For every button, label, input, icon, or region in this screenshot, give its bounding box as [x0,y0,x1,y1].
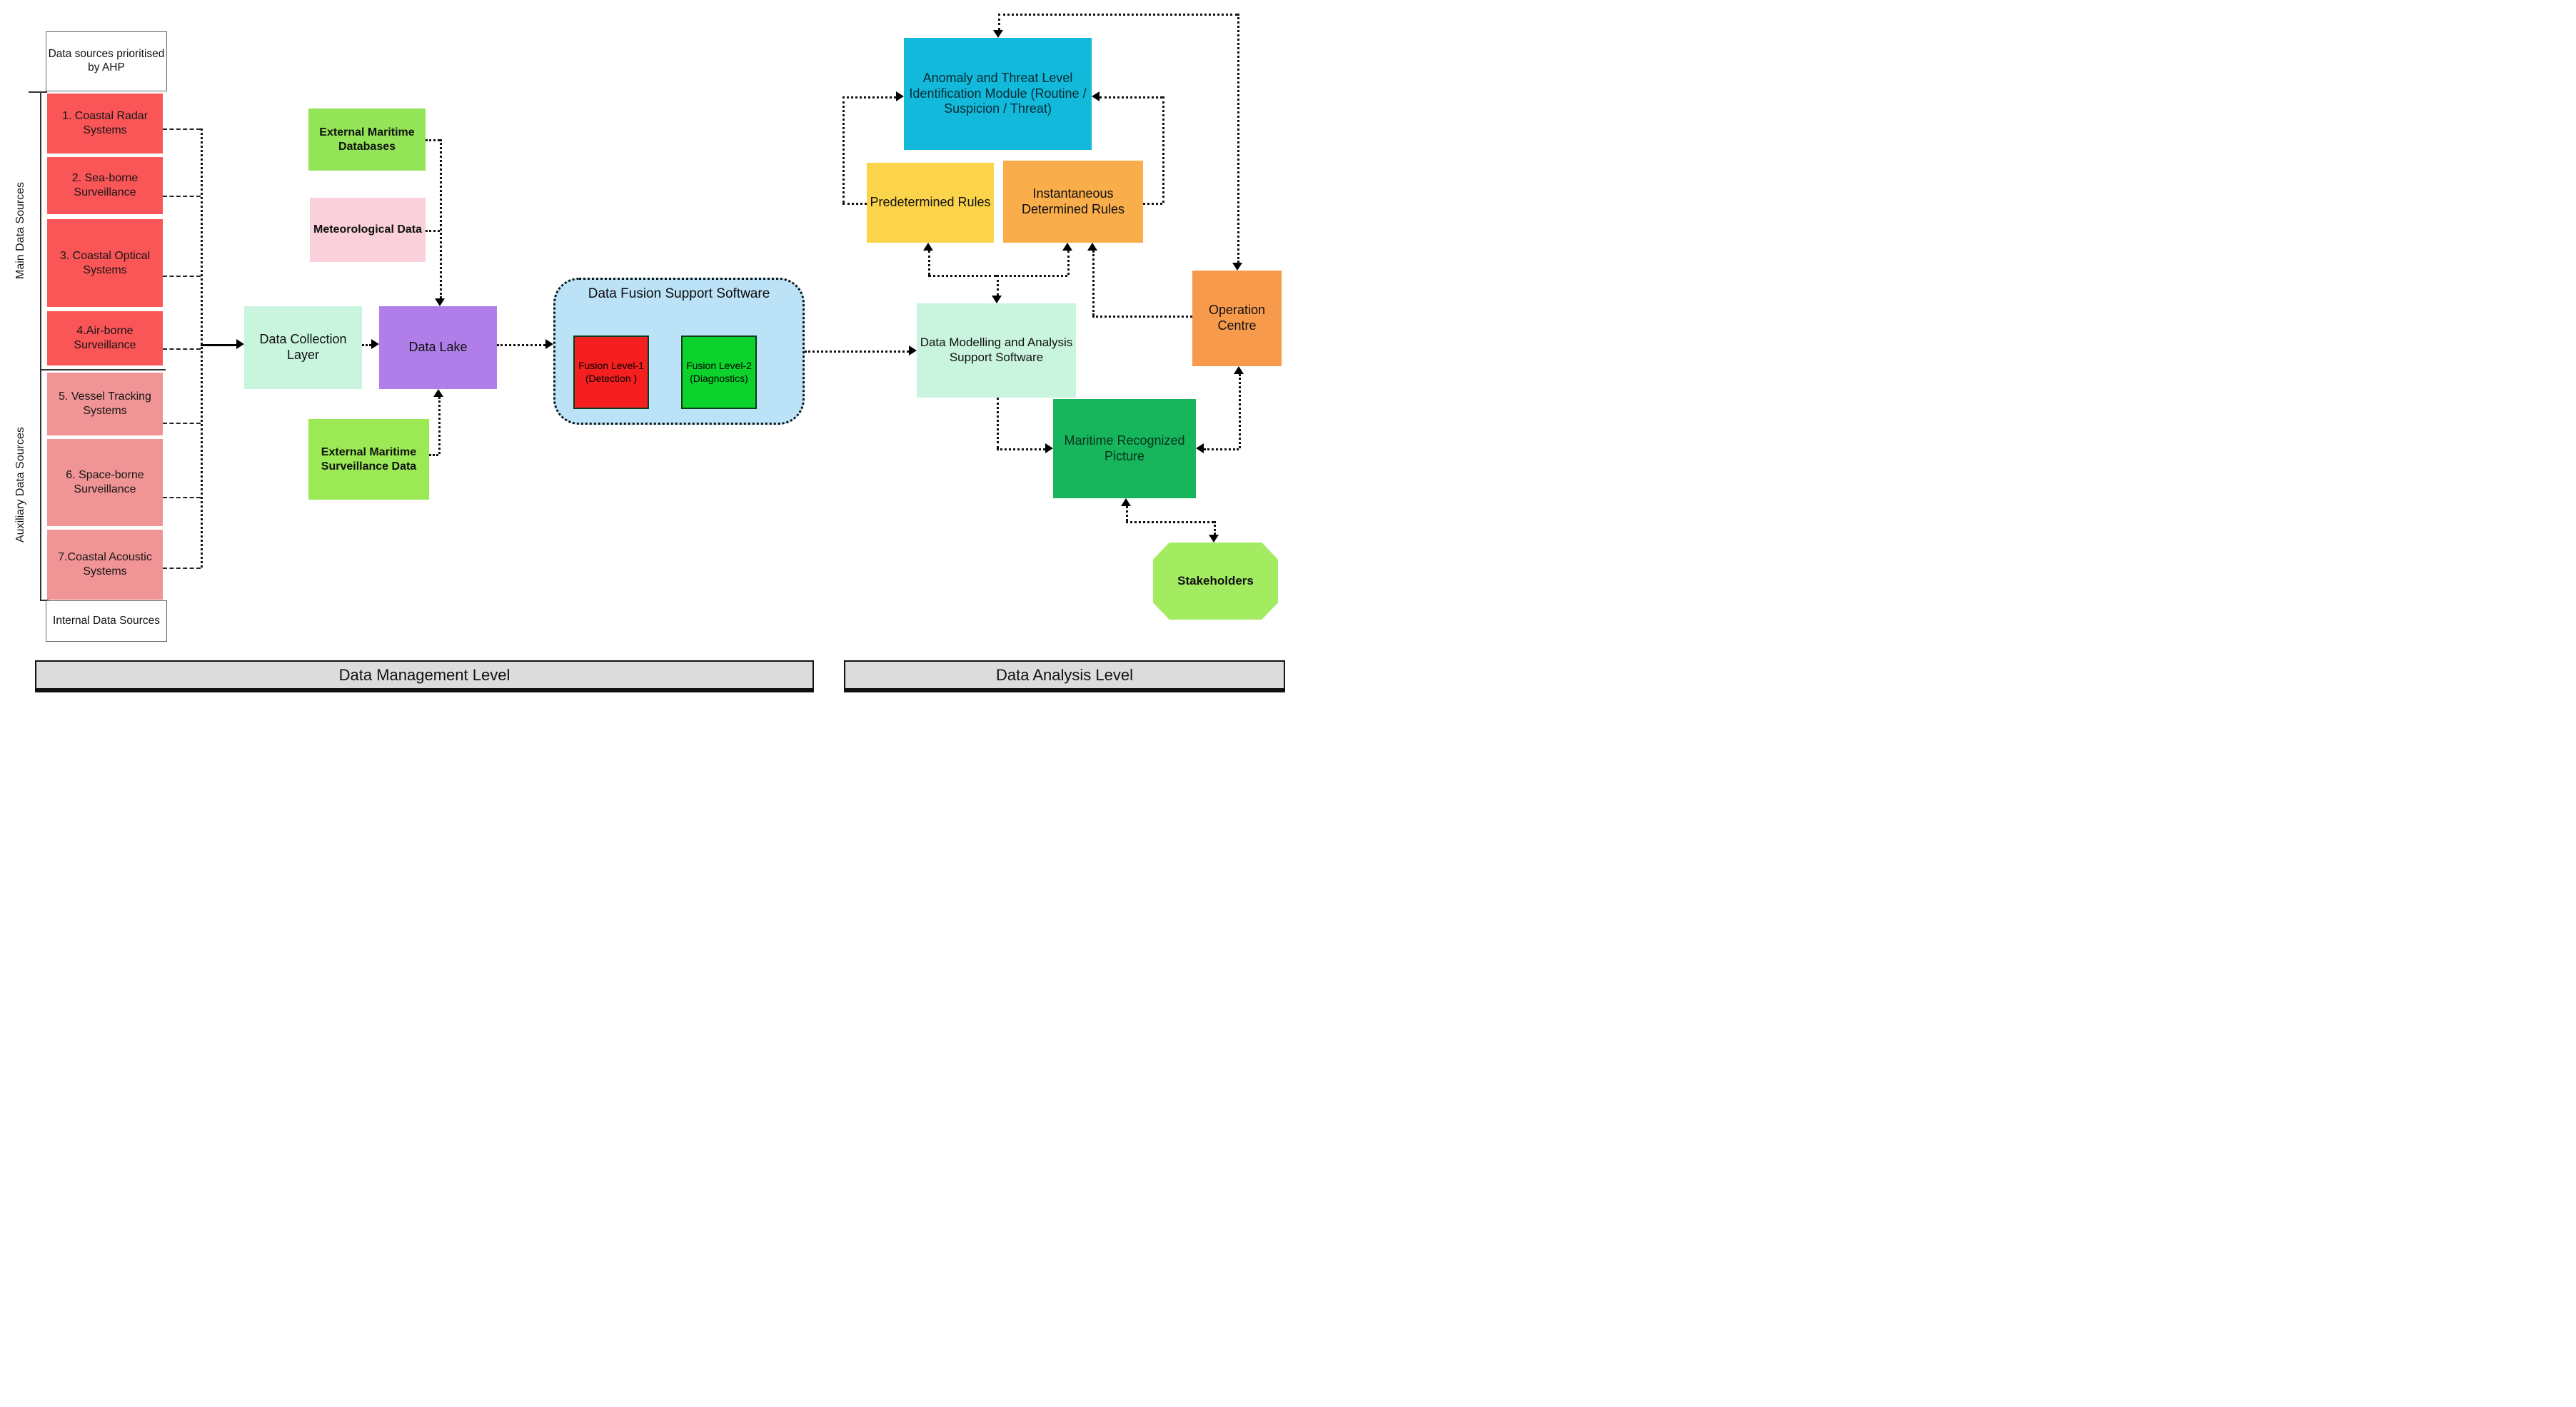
group-bracket-tick-top [29,91,47,93]
connector-emsd-out [429,454,438,456]
auxiliary-data-sources-label: Auxiliary Data Sources [14,427,26,543]
arrowhead-into-anomaly-right [1092,91,1100,101]
anomaly-threat-module-box: Anomaly and Threat Level Identification … [904,38,1092,150]
arrowhead-into-stakeholders-top [1209,535,1219,543]
maritime-recognized-picture-box: Maritime Recognized Picture [1053,399,1196,498]
connector-into-datalake-bottom [438,397,441,454]
connector-source-6 [163,497,201,498]
connector-source-4 [163,348,201,350]
connector-junction-left [928,275,997,277]
external-maritime-surveillance-data-box: External Maritime Surveillance Data [308,419,429,500]
arrowhead-into-modelling-top [992,296,1002,303]
arrowhead-into-operation-centre-top [1232,263,1242,271]
main-data-sources-label: Main Data Sources [14,181,26,279]
group-bracket-tick-mid [40,369,166,370]
arrowhead-into-mrp-left [1045,443,1053,453]
connector-mrp-oc-v [1239,374,1241,448]
connector-source-1 [163,128,201,130]
arrowhead-into-idr-bottom-2 [1087,243,1097,251]
connector-source-3 [163,276,201,277]
connector-source-7 [163,568,201,569]
arrowhead-into-anomaly-left [896,91,904,101]
arrowhead-into-fusion [545,339,553,349]
connector-loop-right [1237,14,1239,263]
connector-into-collection-layer [201,344,236,346]
connector-modelling-to-mrp [997,448,1045,450]
arrowhead-into-modelling-left [909,346,917,355]
connector-source-collector [201,128,203,568]
arrowhead-into-datalake-bottom [433,389,443,397]
connector-idr-out [1143,203,1162,205]
predetermined-rules-box: Predetermined Rules [867,163,994,243]
arrowhead-into-datalake-left [371,339,379,349]
data-fusion-support-software-container: Data Fusion Support Software Fusion Leve… [553,278,805,425]
connector-into-datalake-top [440,139,442,298]
internal-data-sources-box: Internal Data Sources [46,600,167,642]
data-management-level-bar: Data Management Level [35,660,814,692]
source-air-borne: 4.Air-borne Surveillance [47,311,163,365]
fusion-title: Data Fusion Support Software [588,286,770,301]
connector-source-5 [163,423,201,424]
data-lake-box: Data Lake [379,306,497,389]
connector-mrp-stakeholders-h [1126,521,1214,523]
stakeholders-octagon: Stakeholders [1153,543,1278,620]
connector-up-to-pr [928,251,930,275]
connector-datalake-to-fusion [497,344,545,346]
source-space-borne: 6. Space-borne Surveillance [47,439,163,526]
connector-junction-right [997,275,1067,277]
connector-pr-to-anomaly [842,96,896,99]
connector-loop-top [998,14,1237,16]
source-coastal-acoustic: 7.Coastal Acoustic Systems [47,530,163,600]
connector-met-out [426,230,440,232]
connector-collection-to-datalake [362,344,371,346]
arrowhead-into-mrp-bottom [1121,498,1131,506]
connector-emd-out [426,139,440,141]
connector-loop-drop [998,14,1000,30]
connector-modelling-down [997,398,999,448]
connector-oc-to-idr-h [1092,316,1192,318]
meteorological-data-box: Meteorological Data [310,198,426,262]
arrowhead-into-collection-layer [236,339,244,349]
source-sea-borne: 2. Sea-borne Surveillance [47,157,163,214]
fusion-level-1-box: Fusion Level-1 (Detection ) [573,336,649,409]
ahp-header-box: Data sources prioritised by AHP [46,31,167,91]
connector-source-2 [163,196,201,197]
arrowhead-into-idr-bottom [1062,243,1072,251]
connector-fusion-to-modelling [805,351,909,353]
connector-up-to-idr [1067,251,1070,275]
diagram-canvas: Data sources prioritised by AHP Main Dat… [0,0,1288,704]
arrowhead-into-pr-bottom [923,243,933,251]
data-modelling-box: Data Modelling and Analysis Support Soft… [917,303,1076,398]
data-analysis-level-bar: Data Analysis Level [844,660,1285,692]
connector-idr-up [1162,96,1164,203]
source-coastal-optical: 3. Coastal Optical Systems [47,219,163,307]
arrowhead-into-datalake-top [435,298,445,306]
arrowhead-into-anomaly-top [993,30,1003,38]
operation-centre-box: Operation Centre [1192,271,1282,366]
external-maritime-databases-box: External Maritime Databases [308,109,426,171]
data-collection-layer-box: Data Collection Layer [244,306,362,389]
arrowhead-into-mrp-right [1196,443,1204,453]
connector-pr-out [842,203,867,205]
group-bracket-tick-bottom [40,600,49,601]
instantaneous-determined-rules-box: Instantaneous Determined Rules [1003,161,1143,243]
group-bracket-line [40,91,41,600]
source-coastal-radar: 1. Coastal Radar Systems [47,94,163,153]
connector-mrp-oc-h [1204,448,1239,450]
arrowhead-into-operation-centre-bottom [1234,366,1244,374]
source-vessel-tracking: 5. Vessel Tracking Systems [47,373,163,435]
connector-idr-to-anomaly [1100,96,1162,99]
fusion-level-2-box: Fusion Level-2 (Diagnostics) [681,336,757,409]
connector-pr-up [842,96,845,203]
connector-junction-drop [997,275,999,296]
connector-mrp-stakeholders-v1 [1126,506,1128,521]
connector-mrp-stakeholders-v2 [1214,521,1216,535]
connector-oc-to-idr-v [1092,251,1095,316]
